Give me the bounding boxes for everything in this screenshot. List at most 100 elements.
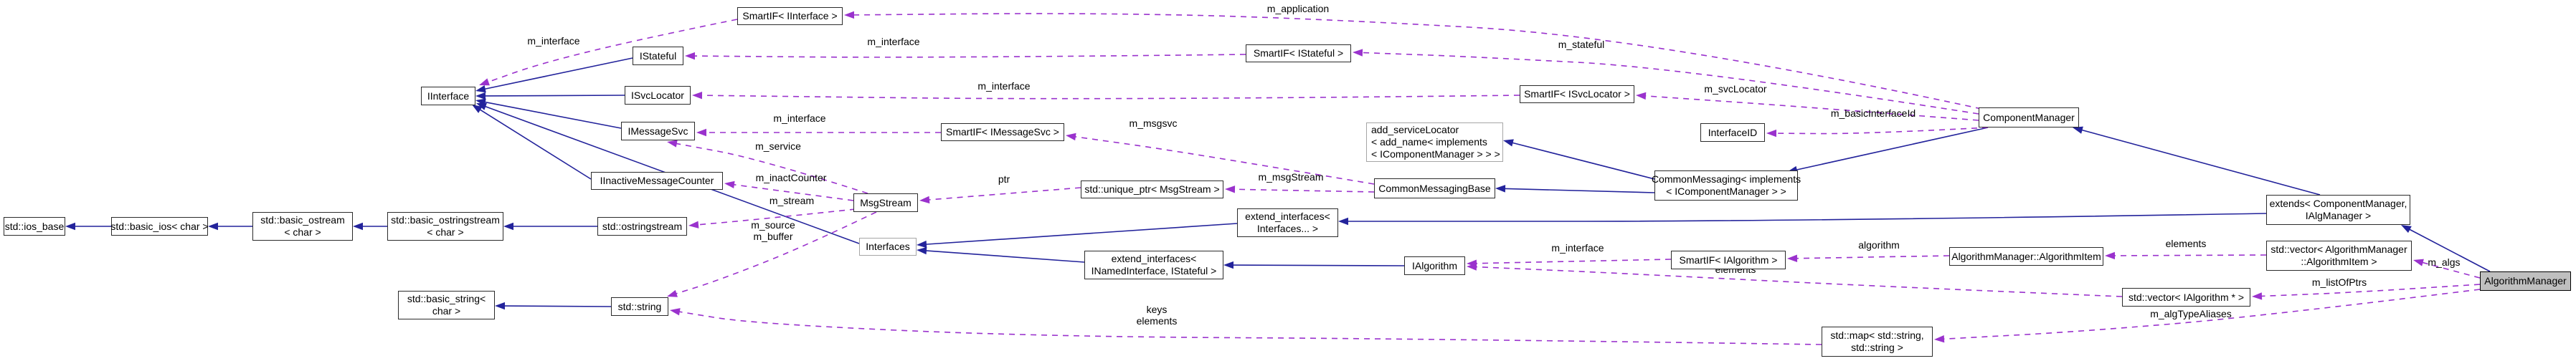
node-algorithmitem[interactable]: AlgorithmManager::AlgorithmItem xyxy=(1949,247,2103,266)
edge-ialgorithm-to-extifaces_named xyxy=(1231,264,1405,266)
node-iinactive[interactable]: IInactiveMessageCounter xyxy=(591,172,723,190)
arrowhead-usage-m_stream xyxy=(688,221,699,228)
edge-string-to-basic_string xyxy=(502,305,612,307)
node-vector_items[interactable]: std::vector< AlgorithmManager ::Algorith… xyxy=(2266,241,2412,271)
edge-usage-m_interface-ialgorithm xyxy=(1474,259,1672,264)
edge-usage-m_interface-istateful xyxy=(692,54,1246,58)
arrowhead-usage-m_basicInterfaceId xyxy=(1766,129,1777,138)
node-basic_ios[interactable]: std::basic_ios< char > xyxy=(110,217,209,236)
node-ialgorithm[interactable]: IAlgorithm xyxy=(1404,256,1465,275)
edge-usage-elements-ialgorithm xyxy=(1474,266,2123,297)
arrowhead-extifaces_var-to-interfaces xyxy=(917,240,927,249)
node-basic_ostream[interactable]: std::basic_ostream < char > xyxy=(252,212,353,241)
node-addsvcloc[interactable]: add_serviceLocator < add_name< implement… xyxy=(1366,122,1503,162)
edge-usage-m_source-m_buffer xyxy=(674,211,877,295)
node-imessagesvc[interactable]: IMessageSvc xyxy=(621,122,695,140)
arrowhead-usage-m_msgStream xyxy=(1225,186,1236,193)
arrowhead-basic_ios-to-ios_base xyxy=(65,222,75,231)
arrowhead-usage-m_interface-istateful xyxy=(685,52,696,60)
edge-iinactive-to-iinterface xyxy=(478,108,592,180)
node-basic_string[interactable]: std::basic_string< char > xyxy=(398,291,495,319)
edge-usage-m_msgsvc xyxy=(1073,135,1375,185)
arrowhead-basic_ostringstream-to-basic_ostream xyxy=(353,222,363,231)
arrowhead-usage-keys-elements xyxy=(670,308,681,316)
arrowhead-usage-m_stateful xyxy=(1353,49,1363,57)
edge-usage-keys-elements xyxy=(677,310,1822,345)
edge-usage-m_listOfPtrs xyxy=(2259,284,2481,297)
node-vector_ialg[interactable]: std::vector< IAlgorithm * > xyxy=(2122,288,2250,307)
edge-usage-algorithm xyxy=(1794,255,1950,259)
arrowhead-usage-m_algTypeAliases xyxy=(1934,335,1945,343)
edge-usage-elements-items xyxy=(2112,254,2267,256)
arrowhead-usage-m_interface-isvclocator xyxy=(692,91,703,100)
node-extends[interactable]: extends< ComponentManager, IAlgManager > xyxy=(2266,195,2410,225)
edge-isvclocator-to-iinterface xyxy=(483,95,625,97)
edge-commonmessaging-to-commonmessagingbase xyxy=(1502,188,1655,193)
arrowhead-commonmessaging-to-commonmessagingbase xyxy=(1495,185,1506,193)
arrowhead-usage-m_svcLocator xyxy=(1636,92,1647,100)
edge-usage-m_service xyxy=(674,143,868,194)
arrowhead-istateful-to-iinterface xyxy=(475,85,486,93)
node-interfaceid[interactable]: InterfaceID xyxy=(1700,123,1765,142)
arrowhead-usage-m_interface-imessagesvc xyxy=(696,128,706,137)
node-smartif_ialgorithm[interactable]: SmartIF< IAlgorithm > xyxy=(1671,251,1786,269)
node-basic_ostringstream[interactable]: std::basic_ostringstream < char > xyxy=(387,212,503,241)
node-ios_base[interactable]: std::ios_base xyxy=(4,217,65,236)
node-isvclocator[interactable]: ISvcLocator xyxy=(625,86,691,105)
edge-usage-m_svcLocator xyxy=(1643,95,1979,121)
node-stdstring[interactable]: std::string xyxy=(611,297,668,316)
edge-usage-m_application xyxy=(851,13,1982,110)
edge-commonmessaging-to-addsvcloc xyxy=(1510,141,1655,180)
edge-istateful-to-iinterface xyxy=(483,57,633,90)
node-ostringstream[interactable]: std::ostringstream xyxy=(597,217,687,236)
edge-extifaces_var-to-interfaces xyxy=(924,223,1238,246)
node-msgstream[interactable]: MsgStream xyxy=(853,193,918,212)
arrowhead-commonmessaging-to-addsvcloc xyxy=(1503,139,1514,147)
edge-extends-to-componentmanager xyxy=(2080,129,2321,196)
arrowhead-usage-m_service xyxy=(667,140,678,148)
node-uniqueptr[interactable]: std::unique_ptr< MsgStream > xyxy=(1081,180,1223,198)
node-smartif_iinterface[interactable]: SmartIF< IInterface > xyxy=(737,7,843,25)
arrowhead-usage-m_algs xyxy=(2413,259,2424,266)
node-componentmanager[interactable]: ComponentManager xyxy=(1979,107,2079,127)
arrowhead-basic_ostream-to-basic_ios xyxy=(208,222,218,231)
arrowhead-usage-m_source-m_buffer xyxy=(667,289,678,297)
arrowhead-usage-m_interface-iinterface xyxy=(479,78,490,86)
node-commonmessagingbase[interactable]: CommonMessagingBase xyxy=(1374,178,1495,198)
edge-usage-m_algs xyxy=(2420,261,2481,279)
arrowhead-extends-to-extifaces_var xyxy=(1338,217,1348,226)
node-iinterface[interactable]: IInterface xyxy=(421,87,475,105)
node-commonmessaging[interactable]: CommonMessaging< implements < IComponent… xyxy=(1652,170,1801,201)
arrowhead-extends-to-componentmanager xyxy=(2073,126,2083,134)
node-extifaces_var[interactable]: extend_interfaces< Interfaces... > xyxy=(1237,208,1338,237)
arrowhead-usage-m_inactCounter xyxy=(724,180,735,189)
arrowhead-ialgorithm-to-extifaces_named xyxy=(1223,261,1234,269)
node-smartif_istateful[interactable]: SmartIF< IStateful > xyxy=(1246,44,1351,62)
edge-extends-to-extifaces_var xyxy=(1346,213,2267,222)
edge-usage-ptr xyxy=(927,187,1081,201)
node-extifaces_named[interactable]: extend_interfaces< INamedInterface, ISta… xyxy=(1084,251,1223,279)
arrowhead-iinactive-to-iinterface xyxy=(472,105,483,113)
node-stdmap[interactable]: std::map< std::string, std::string > xyxy=(1822,327,1933,357)
arrowhead-isvclocator-to-iinterface xyxy=(475,92,486,100)
edge-extifaces_named-to-interfaces xyxy=(924,249,1085,263)
node-interfaces[interactable]: Interfaces xyxy=(859,238,917,256)
edge-usage-m_stream xyxy=(696,208,856,226)
edge-usage-m_algTypeAliases xyxy=(1941,289,2481,340)
edge-usage-m_stateful xyxy=(1360,52,1979,115)
arrowhead-usage-algorithm xyxy=(1787,254,1798,262)
edge-usage-m_msgStream xyxy=(1232,188,1375,193)
arrowhead-usage-elements-items xyxy=(2105,251,2116,260)
edge-usage-m_basicInterfaceId xyxy=(1774,127,1989,135)
node-smartif_isvclocator[interactable]: SmartIF< ISvcLocator > xyxy=(1520,85,1634,103)
edge-algorithmmanager-to-extends xyxy=(2407,228,2491,272)
edge-usage-m_interface-isvclocator xyxy=(699,95,1520,100)
node-algorithmmanager: AlgorithmManager xyxy=(2480,271,2571,291)
node-smartif_imessagesvc[interactable]: SmartIF< IMessageSvc > xyxy=(941,123,1064,141)
edge-usage-m_inactCounter xyxy=(731,183,854,201)
node-istateful[interactable]: IStateful xyxy=(633,47,683,65)
arrowhead-string-to-basic_string xyxy=(495,302,506,310)
arrowhead-usage-m_listOfPtrs xyxy=(2252,292,2263,300)
